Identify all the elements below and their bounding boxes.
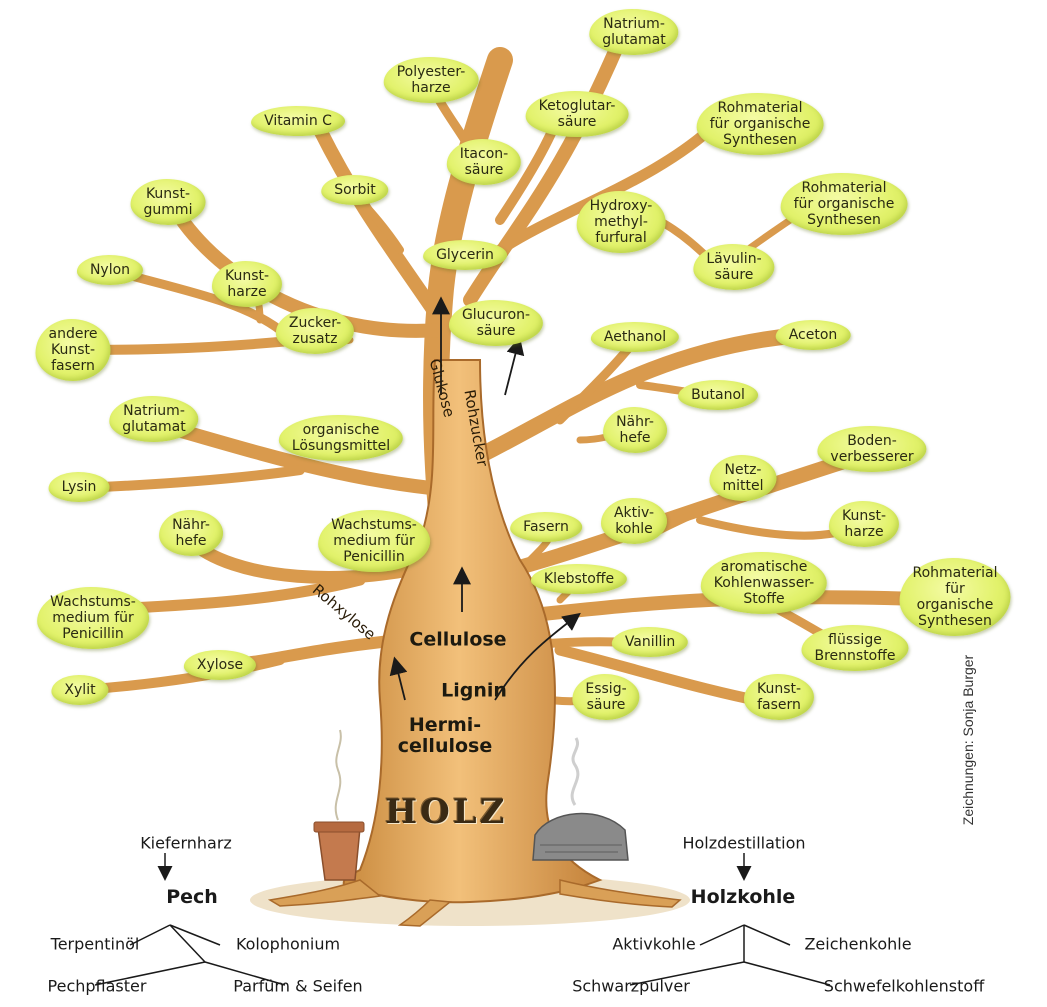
leaf-itaconsaeure: Itacon- säure bbox=[446, 139, 522, 185]
leaf-naehrhefe-left: Nähr- hefe bbox=[159, 510, 223, 556]
leaf-kunstharze-left: Kunst- harze bbox=[211, 261, 283, 307]
leaf-bodenverbesserer: Boden- verbesserer bbox=[817, 426, 927, 472]
holzkohle-zeichenkohle: Zeichenkohle bbox=[804, 934, 912, 954]
leaf-rohmaterial-3: Rohmaterial für organische Synthesen bbox=[899, 558, 1011, 636]
charcoal-kiln bbox=[532, 737, 629, 861]
leaf-xylit: Xylit bbox=[51, 675, 109, 705]
pech-kolophonium: Kolophonium bbox=[235, 934, 341, 954]
leaf-sorbit: Sorbit bbox=[321, 175, 389, 205]
leaf-wachstumsmedium-left: Wachstums- medium für Penicillin bbox=[37, 587, 149, 649]
trunk-label-lignin: Lignin bbox=[441, 679, 507, 702]
holzkohle-product: Holzkohle bbox=[690, 886, 796, 908]
pech-terpentinoel: Terpentinöl bbox=[50, 934, 140, 954]
trunk-label-holz: HOLZ bbox=[385, 792, 508, 832]
leaf-aethanol: Aethanol bbox=[590, 322, 680, 352]
holzkohle-source-holzdestillation: Holzdestillation bbox=[682, 833, 806, 853]
leaf-hydroxymethylfurfural: Hydroxy- methyl- furfural bbox=[576, 191, 666, 253]
leaf-aceton: Aceton bbox=[775, 320, 851, 350]
pech-parfuem-seifen: Parfüm & Seifen bbox=[233, 976, 363, 996]
leaf-lysin: Lysin bbox=[48, 472, 110, 502]
holzkohle-schwarzpulver: Schwarzpulver bbox=[572, 976, 690, 996]
leaf-aromatische-kohlenwasserstoffe: aromatische Kohlenwasser- Stoffe bbox=[700, 552, 828, 614]
leaf-glucuronsaeure: Glucuron- säure bbox=[448, 300, 544, 346]
roots bbox=[267, 879, 682, 927]
leaf-zuckerzusatz: Zucker- zusatz bbox=[275, 308, 355, 354]
leaf-andere-kunstfasern: andere Kunst- fasern bbox=[35, 319, 111, 381]
leaf-kunstgummi: Kunst- gummi bbox=[130, 179, 206, 225]
pech-source-kiefernharz: Kiefernharz bbox=[140, 833, 232, 853]
leaf-kunstharze-right: Kunst- harze bbox=[828, 501, 900, 547]
leaf-essigsaeure: Essig- säure bbox=[572, 674, 640, 720]
leaf-kunstfasern-right: Kunst- fasern bbox=[743, 674, 815, 720]
holzkohle-aktivkohle: Aktivkohle bbox=[612, 934, 696, 954]
leaf-vitamin-c: Vitamin C bbox=[251, 106, 345, 136]
leaf-butanol: Butanol bbox=[678, 380, 758, 410]
leaf-klebstoffe: Klebstoffe bbox=[530, 564, 628, 594]
trunk-label-hemicellulose: Hermi- cellulose bbox=[397, 714, 493, 757]
leaf-xylose: Xylose bbox=[183, 650, 257, 680]
leaf-glycerin: Glycerin bbox=[423, 240, 507, 270]
flower-pot bbox=[313, 729, 365, 881]
leaf-rohmaterial-2: Rohmaterial für organische Synthesen bbox=[780, 173, 908, 235]
leaf-fluessige-brennstoffe: flüssige Brennstoffe bbox=[801, 625, 909, 671]
illustration-credit: Zeichnungen: Sonja Burger bbox=[960, 654, 976, 826]
leaf-naehrhefe-right: Nähr- hefe bbox=[603, 407, 667, 453]
pech-pechpflaster: Pechpflaster bbox=[47, 976, 147, 996]
leaf-natriumglutamat-top: Natrium- glutamat bbox=[589, 9, 679, 55]
bottom-flow-lines bbox=[94, 853, 831, 986]
pech-product: Pech bbox=[166, 886, 218, 908]
leaf-polyesterharze: Polyester- harze bbox=[383, 57, 479, 103]
leaf-vanillin: Vanillin bbox=[611, 627, 689, 657]
trunk-label-cellulose: Cellulose bbox=[409, 628, 507, 651]
leaf-organische-loesungsmittel: organische Lösungsmittel bbox=[278, 415, 404, 461]
leaf-natriumglutamat-left: Natrium- glutamat bbox=[109, 396, 199, 442]
trunk bbox=[342, 359, 603, 904]
leaf-rohmaterial-1: Rohmaterial für organische Synthesen bbox=[696, 93, 824, 155]
holzkohle-schwefelkohlenstoff: Schwefelkohlenstoff bbox=[823, 976, 985, 996]
leaf-wachstumsmedium-center: Wachstums- medium für Penicillin bbox=[318, 510, 430, 572]
leaf-netzmittel: Netz- mittel bbox=[709, 455, 777, 501]
leaf-nylon: Nylon bbox=[76, 255, 144, 285]
leaf-fasern: Fasern bbox=[510, 512, 582, 542]
conversion-arrows bbox=[389, 296, 581, 701]
leaf-laevulinsaeure: Lävulin- säure bbox=[693, 244, 775, 290]
leaf-aktivkohle: Aktiv- kohle bbox=[600, 498, 668, 544]
leaf-ketoglutarsaeure: Ketoglutar- säure bbox=[525, 91, 629, 137]
